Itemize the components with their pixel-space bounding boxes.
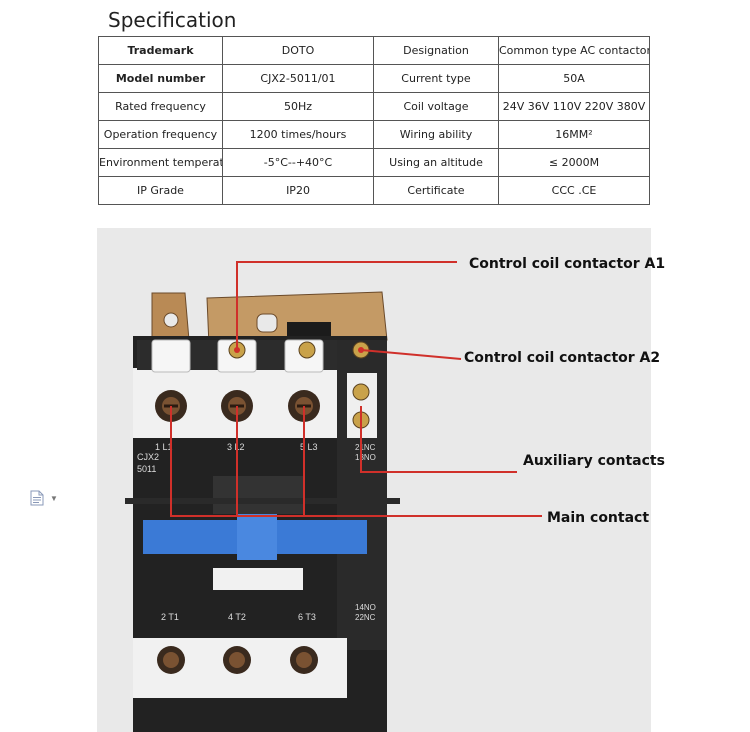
spec-cell: 16MM² bbox=[498, 120, 650, 149]
spec-cell: CJX2-5011/01 bbox=[222, 64, 374, 93]
aux-label-14no: 14NO bbox=[355, 603, 376, 612]
spec-cell: Current type bbox=[373, 64, 499, 93]
document-icon[interactable] bbox=[30, 490, 44, 511]
contactor-photo: 1 L1 3 L2 5 L3 21NC 13NO CJX2 5011 2 T1 … bbox=[97, 228, 651, 732]
spec-cell: Coil voltage bbox=[373, 92, 499, 121]
model-label-2: 5011 bbox=[137, 464, 156, 474]
spec-cell: Designation bbox=[373, 36, 499, 65]
callout-auxiliary: Auxiliary contacts bbox=[523, 453, 665, 469]
terminal-label-t2: 4 T2 bbox=[228, 612, 246, 622]
spec-row: Environment temperature-5°C--+40°CUsing … bbox=[98, 148, 650, 177]
spec-cell: Using an altitude bbox=[373, 148, 499, 177]
callout-main-contact: Main contact bbox=[547, 510, 650, 526]
spec-cell: ≤ 2000M bbox=[498, 148, 650, 177]
callout-a1: Control coil contactor A1 bbox=[469, 256, 666, 272]
spec-title: Specification bbox=[108, 8, 237, 32]
spec-cell: Wiring ability bbox=[373, 120, 499, 149]
spec-cell: 50Hz bbox=[222, 92, 374, 121]
terminal-label-t1: 2 T1 bbox=[161, 612, 179, 622]
spec-cell: CCC .CE bbox=[498, 176, 650, 205]
spec-cell: 50A bbox=[498, 64, 650, 93]
contactor-illustration: 1 L1 3 L2 5 L3 21NC 13NO CJX2 5011 2 T1 … bbox=[125, 261, 542, 732]
model-label-1: CJX2 bbox=[137, 452, 159, 462]
spec-cell: Operation frequency bbox=[98, 120, 223, 149]
callout-a2: Control coil contactor A2 bbox=[464, 350, 661, 366]
spec-cell: DOTO bbox=[222, 36, 374, 65]
spec-cell: IP20 bbox=[222, 176, 374, 205]
spec-cell: Model number bbox=[98, 64, 223, 93]
spec-cell: Certificate bbox=[373, 176, 499, 205]
aux-label-21nc: 21NC bbox=[355, 443, 376, 452]
terminal-label-l2: 3 L2 bbox=[227, 442, 245, 452]
spec-cell: Rated frequency bbox=[98, 92, 223, 121]
spec-cell: -5°C--+40°C bbox=[222, 148, 374, 177]
terminal-label-l1: 1 L1 bbox=[155, 442, 173, 452]
spec-cell: 24V 36V 110V 220V 380V bbox=[498, 92, 650, 121]
aux-label-13no: 13NO bbox=[355, 453, 376, 462]
spec-cell: Environment temperature bbox=[98, 148, 223, 177]
dropdown-arrow-icon[interactable]: ▼ bbox=[50, 494, 58, 503]
terminal-label-l3: 5 L3 bbox=[300, 442, 318, 452]
terminal-label-t3: 6 T3 bbox=[298, 612, 316, 622]
aux-label-22nc: 22NC bbox=[355, 613, 376, 622]
spec-cell: Common type AC contactor bbox=[498, 36, 650, 65]
spec-cell: IP Grade bbox=[98, 176, 223, 205]
spec-cell: Trademark bbox=[98, 36, 223, 65]
spec-cell: 1200 times/hours bbox=[222, 120, 374, 149]
